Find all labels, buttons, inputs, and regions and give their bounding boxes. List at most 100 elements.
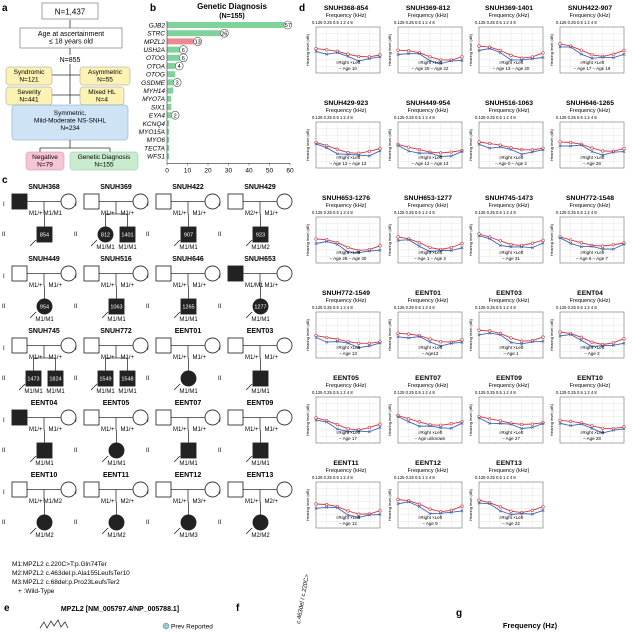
left-ear-point	[509, 340, 513, 344]
right-ear-point	[378, 147, 382, 151]
left-ear-point	[417, 424, 421, 428]
right-ear-point	[367, 341, 371, 345]
right-ear-point	[357, 512, 361, 516]
left-ear-point	[509, 512, 513, 517]
right-ear-point	[335, 240, 339, 245]
affected-child-symbol	[108, 442, 125, 459]
genotype-label: M2/+	[120, 499, 134, 505]
affected-child-symbol	[252, 442, 269, 459]
right-ear-point	[611, 341, 615, 345]
father-symbol	[11, 193, 28, 210]
right-ear-point	[335, 147, 339, 151]
left-ear-point	[569, 241, 573, 245]
genotype-label: M1/M1	[179, 317, 198, 323]
right-ear-point	[396, 497, 400, 502]
left-ear-point	[346, 341, 350, 345]
audiogram-freq-ticks: 0.125 0.25 0.5 1 2 4 8	[475, 210, 516, 215]
left-ear-point	[346, 513, 350, 517]
proband-arrow	[101, 455, 109, 463]
left-ear-point	[367, 57, 371, 61]
genotype-label: M1/M1	[245, 283, 264, 289]
bar	[167, 63, 176, 69]
pedigree-label: EENT03	[247, 328, 274, 335]
generation-label: I	[3, 490, 5, 496]
genotype-label: M1/M1	[107, 317, 126, 323]
audiogram-freq-ticks: 0.125 0.25 0.5 1 2 4 8	[475, 390, 516, 395]
left-ear-point	[558, 421, 562, 425]
left-ear-point	[314, 142, 318, 146]
audiogram-ylabel: Hearing level (dB)	[468, 318, 473, 351]
left-ear-point	[449, 510, 453, 514]
bar-tick-label: 10	[184, 167, 192, 174]
audiogram-legend: ○Right ×Left	[418, 515, 443, 520]
generation-label: II	[146, 448, 150, 454]
genotype-label: M1/+	[245, 499, 259, 505]
right-ear-point	[498, 505, 502, 509]
audiogram-legend: ○Right ×Left	[499, 430, 524, 435]
left-ear-point	[498, 243, 502, 247]
affected-child-symbol	[180, 514, 197, 531]
proband-arrow	[29, 527, 37, 535]
pedigree-label: SNUH516	[100, 256, 132, 263]
father-symbol	[155, 409, 172, 426]
audiogram-ylabel: Hearing level (dB)	[468, 403, 473, 436]
generation-label: I	[3, 418, 5, 424]
generation-label: II	[218, 448, 222, 454]
audiogram-ylabel: Hearing level (dB)	[305, 318, 310, 351]
generation-label: I	[75, 202, 77, 208]
left-ear-point	[601, 431, 605, 435]
bar	[167, 136, 170, 143]
genotype-label: M1/M1	[179, 461, 198, 467]
right-ear-point	[622, 48, 626, 52]
left-ear-point	[498, 422, 502, 426]
bar-subtitle: (N=155)	[219, 13, 244, 20]
audiogram-age-note: – Age 31	[502, 256, 520, 261]
pedigree-label: EENT11	[103, 472, 129, 479]
left-ear-point	[477, 333, 481, 337]
mother-symbol	[204, 193, 221, 210]
right-ear-point	[378, 244, 382, 248]
left-ear-point	[498, 509, 502, 513]
bar-category-label: MYO7A	[142, 96, 165, 103]
flow-age-box	[19, 27, 123, 49]
genotype-label: M1/+	[48, 427, 62, 433]
right-ear-point	[346, 340, 350, 344]
audiogram-freq-ticks: 0.125 0.25 0.5 1 2 4 8	[394, 390, 435, 395]
right-ear-point	[541, 238, 545, 242]
audiogram-freq-label: Frequency (kHz)	[489, 383, 530, 389]
genotype-label: M1/+	[264, 355, 278, 361]
audiogram-freq-ticks: 0.125 0.25 0.5 1 2 4 8	[312, 210, 353, 215]
bar-tick-label: 60	[286, 167, 294, 174]
left-ear-point	[346, 250, 350, 254]
bar-tick-label: 0	[165, 167, 169, 174]
left-ear-point	[335, 427, 339, 431]
left-ear-point	[439, 61, 443, 65]
audiogram-freq-label: Frequency (kHz)	[570, 13, 611, 19]
audiogram-age-note: – Age13	[422, 351, 439, 356]
generation-label: II	[74, 232, 78, 238]
right-ear-point	[569, 238, 573, 242]
mother-symbol	[60, 193, 77, 210]
audiogram-ylabel: Hearing level (dB)	[549, 318, 554, 351]
left-ear-point	[428, 151, 432, 155]
genotype-label: M1/M1	[35, 317, 54, 323]
left-ear-point	[314, 418, 318, 422]
audiogram-title: SNUH772-1548	[566, 195, 614, 202]
audiogram-legend: ○Right ×Left	[336, 60, 361, 65]
mother-symbol	[132, 193, 149, 210]
subject-id: 923	[256, 233, 265, 239]
proband-arrow	[90, 239, 98, 247]
right-ear-point	[407, 332, 411, 336]
left-ear-point	[611, 343, 615, 347]
audiogram-title: SNUH368-854	[324, 5, 368, 12]
panel-d-letter: d	[299, 3, 305, 14]
audiogram-freq-ticks: 0.125 0.25 0.5 1 2 4 8	[312, 20, 353, 25]
generation-label: II	[146, 232, 150, 238]
left-ear-point	[611, 428, 615, 432]
generation-label: II	[218, 376, 222, 382]
